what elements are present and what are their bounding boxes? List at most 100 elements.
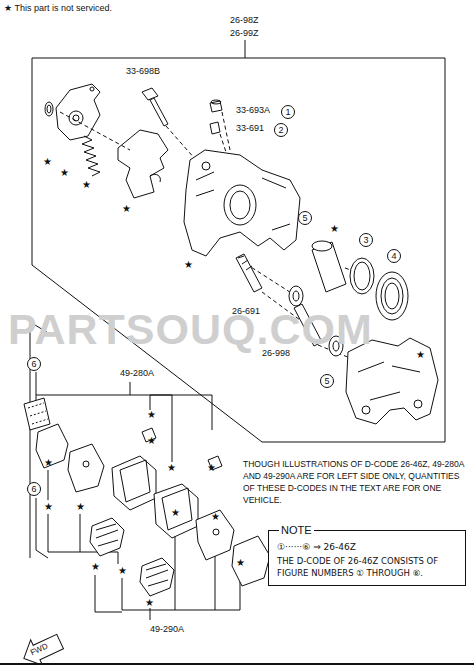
not-serviced-star: ★ [171,508,180,518]
callout-number: 1 [281,105,295,119]
drawing-stroke [196,172,290,230]
drawing-stroke [68,444,104,492]
direction-label: FWD [29,641,50,659]
drawing-stroke [150,174,160,182]
watermark: PARTSOUQ.COM [8,306,373,352]
not-serviced-star: ★ [44,502,53,512]
drawing-stroke [232,536,270,586]
drawing-stroke [245,40,246,58]
drawing-stroke [118,552,119,564]
drawing-stroke [36,382,130,395]
drawing-stroke [166,126,196,160]
drawing-stroke [96,524,118,546]
drawing-stroke [146,564,168,586]
callout-text: 2 [278,126,283,135]
drawing-stroke [150,98,168,126]
part-code: 33-698B [126,66,160,77]
drawing-stroke [162,488,192,530]
drawing-stroke [83,461,89,467]
drawing-stroke [45,102,53,116]
callout-number: 6 [27,357,41,371]
drawing-stroke [312,242,346,292]
drawing-stroke [236,254,262,292]
drawing-stroke [312,241,332,251]
not-serviced-star: ★ [145,598,154,608]
drawing-stroke [60,112,130,150]
drawing-stroke [95,575,122,612]
drawing-stroke [224,185,256,225]
not-serviced-star: ★ [207,463,216,473]
not-serviced-star: ★ [60,168,69,178]
drawing-stroke [202,162,210,170]
note-text: THE D-CODE OF 26-46Z CONSISTS OF FIGURE … [277,555,459,579]
callout-text: 1 [285,108,290,117]
note-box: NOTE①······⑥ ⇒ 26-46ZTHE D-CODE OF 26-46… [268,530,466,586]
drawing-stroke [120,460,150,502]
not-serviced-star: ★ [118,566,127,576]
part-code: 49-280A [120,368,154,379]
not-serviced-star: ★ [43,157,52,167]
drawing-stroke [90,518,124,556]
part-code: 26-691 [232,306,260,317]
drawing-stroke [47,105,51,113]
drawing-stroke [230,191,250,219]
drawing-stroke [56,84,100,140]
drawing-stroke [28,403,48,424]
drawing-stroke [80,514,81,552]
callout-text: 5 [324,377,329,386]
callout-number: 5 [320,374,334,388]
note-text: ①······⑥ ⇒ 26-46Z [277,541,459,553]
drawing-stroke [24,398,50,430]
callout-number: 3 [359,233,373,247]
callout-number: 5 [298,211,312,225]
callout-text: 6 [31,360,36,369]
footnote-text: ★ This part is not serviced. [4,3,112,14]
drawing-stroke [210,101,222,112]
drawing-stroke [210,122,220,134]
not-serviced-star: ★ [147,436,156,446]
drawing-stroke [385,283,399,309]
not-serviced-star: ★ [44,458,53,468]
not-serviced-star: ★ [91,562,100,572]
callout-number: 6 [27,482,41,496]
drawing-stroke [213,529,219,535]
drawing-stroke [354,262,370,290]
not-serviced-star: ★ [122,204,131,214]
drawing-stroke [36,424,68,468]
drawing-stroke [118,130,168,198]
not-serviced-star: ★ [167,463,176,473]
part-code: 26-99Z [230,28,259,39]
drawing-stroke [82,136,100,176]
drawing-stroke [0,663,474,665]
drawing-stroke [90,87,94,91]
not-serviced-star: ★ [82,180,91,190]
part-code: 33-693A [236,105,270,116]
drawing-stroke [293,291,299,301]
drawing-stroke [238,256,252,270]
not-serviced-star: ★ [416,350,425,360]
drawing-stroke [112,456,156,510]
drawing-stroke [362,406,370,414]
drawing-stroke [414,400,422,408]
callout-text: 4 [391,252,396,261]
drawing-stroke [150,395,212,430]
not-serviced-star: ★ [147,410,156,420]
drawing-stroke [358,362,420,400]
drawing-stroke [376,272,408,320]
not-serviced-star: ★ [211,512,220,522]
drawing-stroke [48,470,49,500]
callout-text: 3 [363,236,368,245]
drawing-stroke [142,88,158,100]
part-code: 33-691 [236,123,264,134]
not-serviced-star: ★ [76,502,85,512]
callout-number: 4 [387,249,401,263]
not-serviced-star: ★ [330,224,339,234]
not-serviced-star: ★ [184,260,193,270]
callout-text: 5 [302,214,307,223]
drawing-stroke [140,558,174,596]
drawing-stroke [130,395,150,410]
drawing-stroke [350,258,374,294]
drawing-stroke [381,278,403,314]
drawing-stroke [32,58,445,442]
